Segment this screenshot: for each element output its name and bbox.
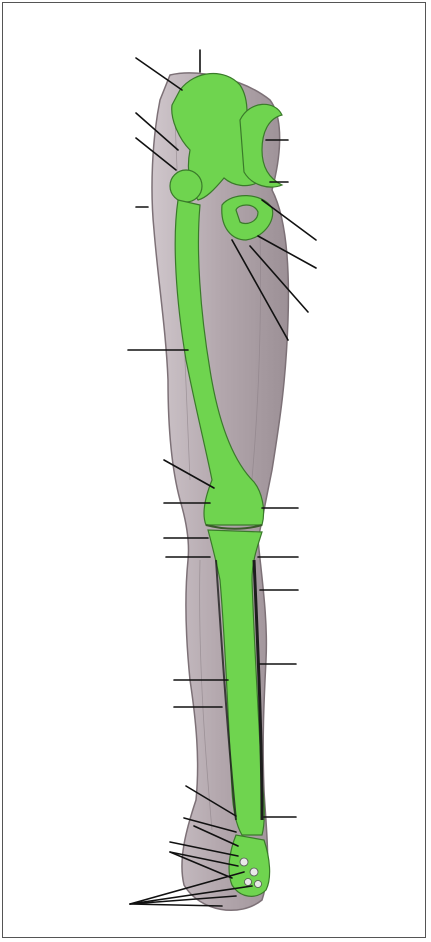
femoral-head — [170, 170, 202, 202]
